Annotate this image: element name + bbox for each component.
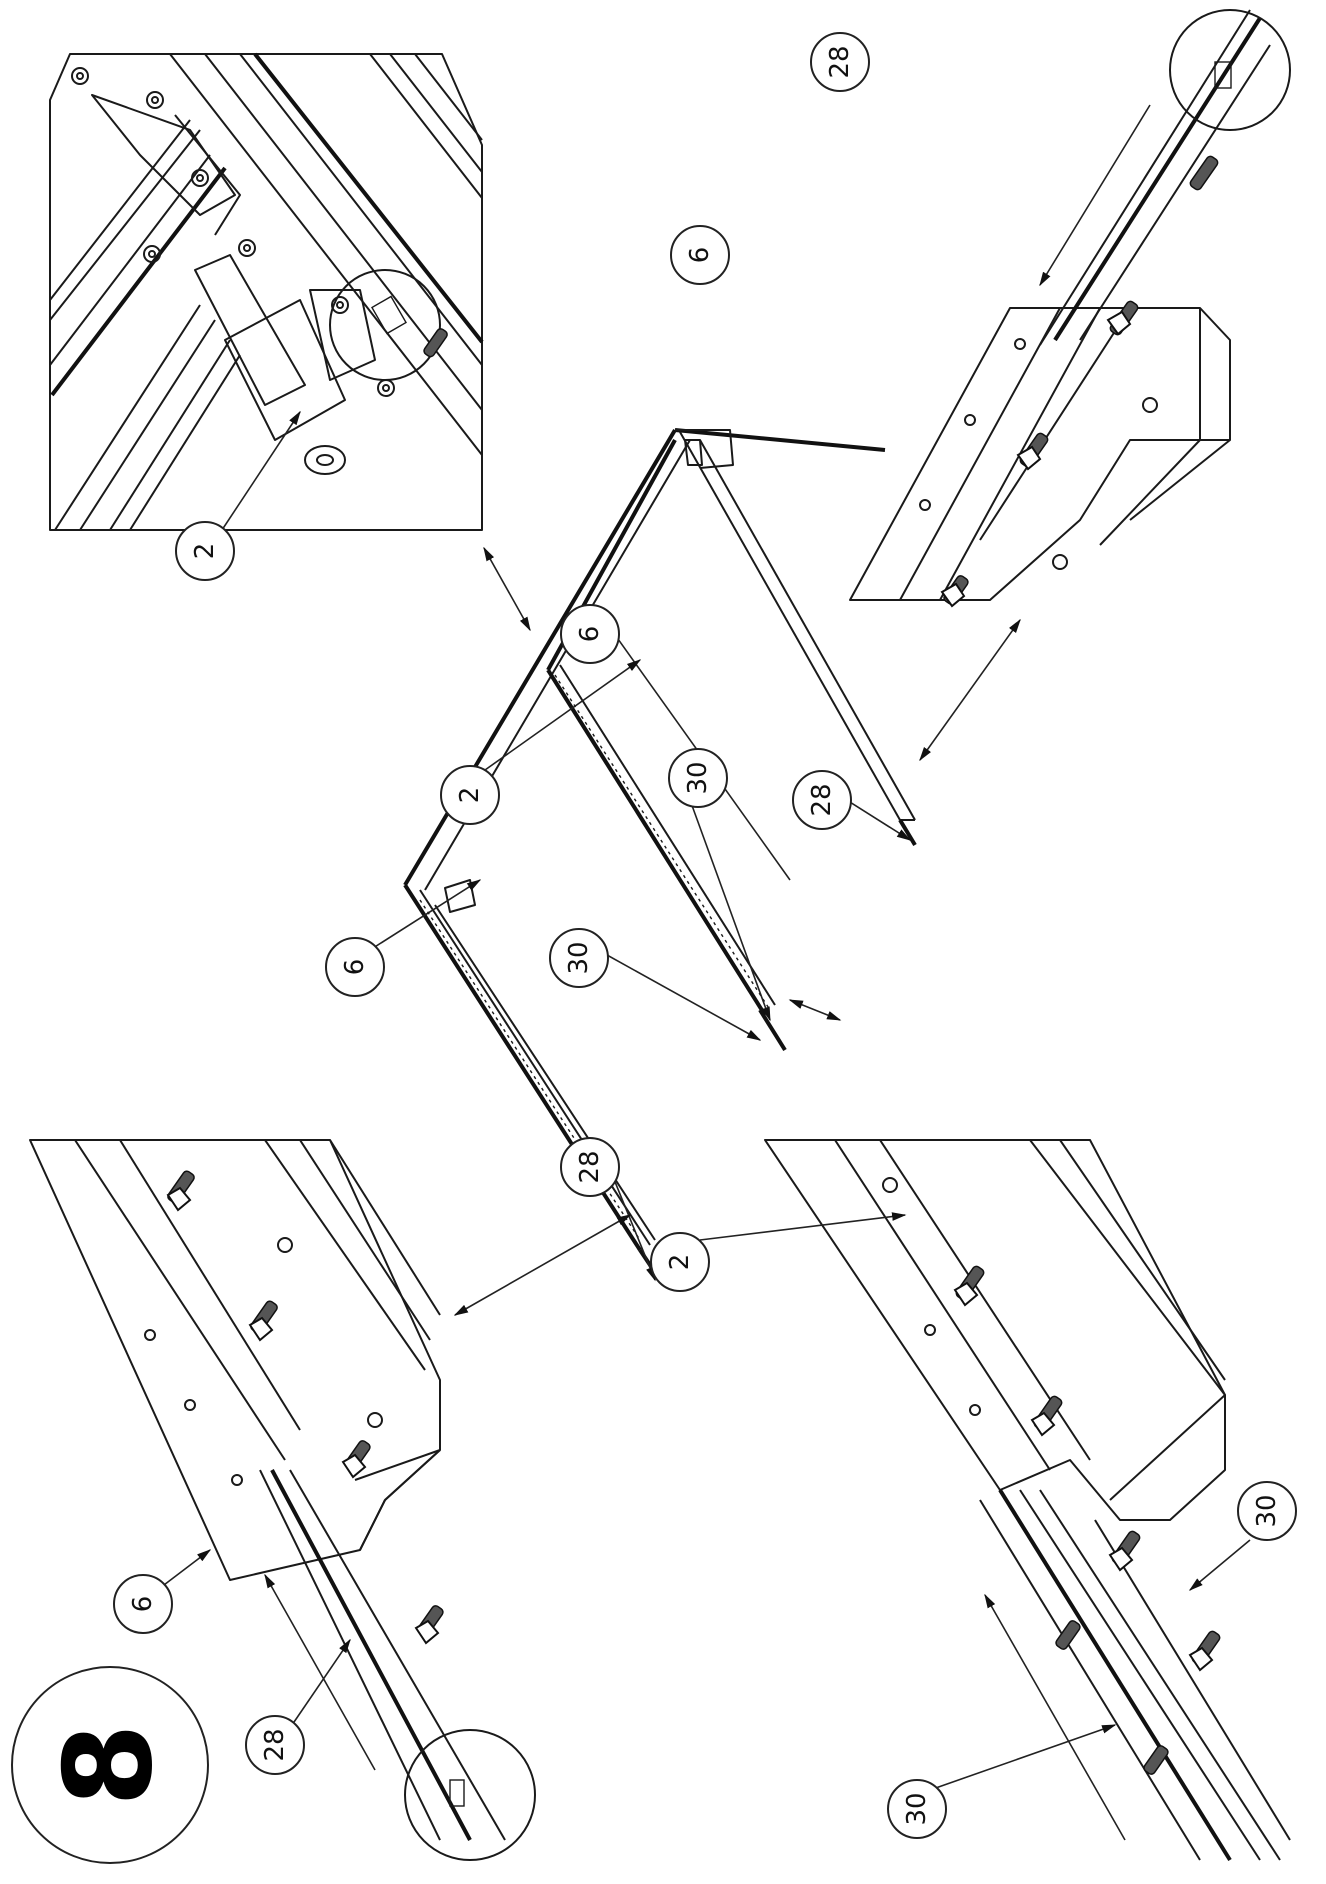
callout-label: 2 — [190, 543, 220, 560]
detail-view-profile-6-rail-28-top — [849, 9, 1291, 608]
bolt-icon — [940, 155, 1219, 608]
leader-line — [689, 799, 771, 1022]
callout-label: 28 — [807, 783, 837, 816]
bolt-icon — [166, 1170, 444, 1645]
callout-bubble: 28 — [245, 1715, 305, 1775]
relation-arrow — [483, 546, 531, 632]
detail-view-corner-joint — [49, 52, 484, 537]
magnifier-circle — [404, 1729, 536, 1861]
callout-bubble: 30 — [887, 1779, 947, 1839]
relation-arrow — [919, 618, 1021, 762]
callout-bubble: 6 — [670, 225, 730, 285]
magnifier-circle — [1169, 9, 1291, 131]
callout-bubble: 28 — [560, 1137, 620, 1197]
callout-label: 30 — [683, 761, 713, 794]
relation-arrow — [453, 1214, 632, 1316]
detail-view-profile-2-rails-30 — [699, 1139, 1291, 1862]
callout-bubble: 6 — [325, 937, 385, 997]
callout-label: 6 — [575, 626, 605, 643]
callout-label: 2 — [665, 1254, 695, 1271]
callout-bubble: 30 — [549, 928, 609, 988]
leader-line — [484, 659, 642, 771]
callout-bubble: 6 — [560, 604, 620, 664]
callout-label: 6 — [340, 959, 370, 976]
callout-bubble: 30 — [668, 748, 728, 808]
step-number-badge: 8 — [11, 1666, 209, 1864]
callout-label: 30 — [1252, 1494, 1282, 1527]
step-number-label: 8 — [41, 1723, 180, 1807]
frame-overview — [403, 428, 917, 1282]
magnifier-circle — [329, 269, 441, 381]
callout-bubble: 2 — [440, 765, 500, 825]
callout-bubble: 30 — [1237, 1481, 1297, 1541]
relation-arrow — [788, 999, 842, 1021]
bolt-icon — [953, 1265, 1221, 1775]
detail-view-profile-6-rail-28-bottom — [29, 1139, 536, 1861]
callout-bubble: 2 — [650, 1232, 710, 1292]
callout-label: 6 — [685, 247, 715, 264]
callout-bubble: 2 — [175, 521, 235, 581]
screw-icon — [71, 67, 395, 397]
callout-bubble: 28 — [810, 32, 870, 92]
callout-label: 30 — [902, 1792, 932, 1825]
callout-label: 28 — [825, 45, 855, 78]
callout-label: 28 — [260, 1728, 290, 1761]
callout-group: 2 28 6 6 2 28 30 30 — [113, 32, 1297, 1839]
callout-label: 6 — [128, 1596, 158, 1613]
leader-line — [597, 949, 762, 1041]
callout-label: 30 — [564, 941, 594, 974]
callout-bubble: 6 — [113, 1574, 173, 1634]
callout-label: 28 — [575, 1150, 605, 1183]
callout-label: 2 — [455, 787, 485, 804]
callout-bubble: 28 — [792, 770, 852, 830]
leader-line — [369, 879, 482, 951]
